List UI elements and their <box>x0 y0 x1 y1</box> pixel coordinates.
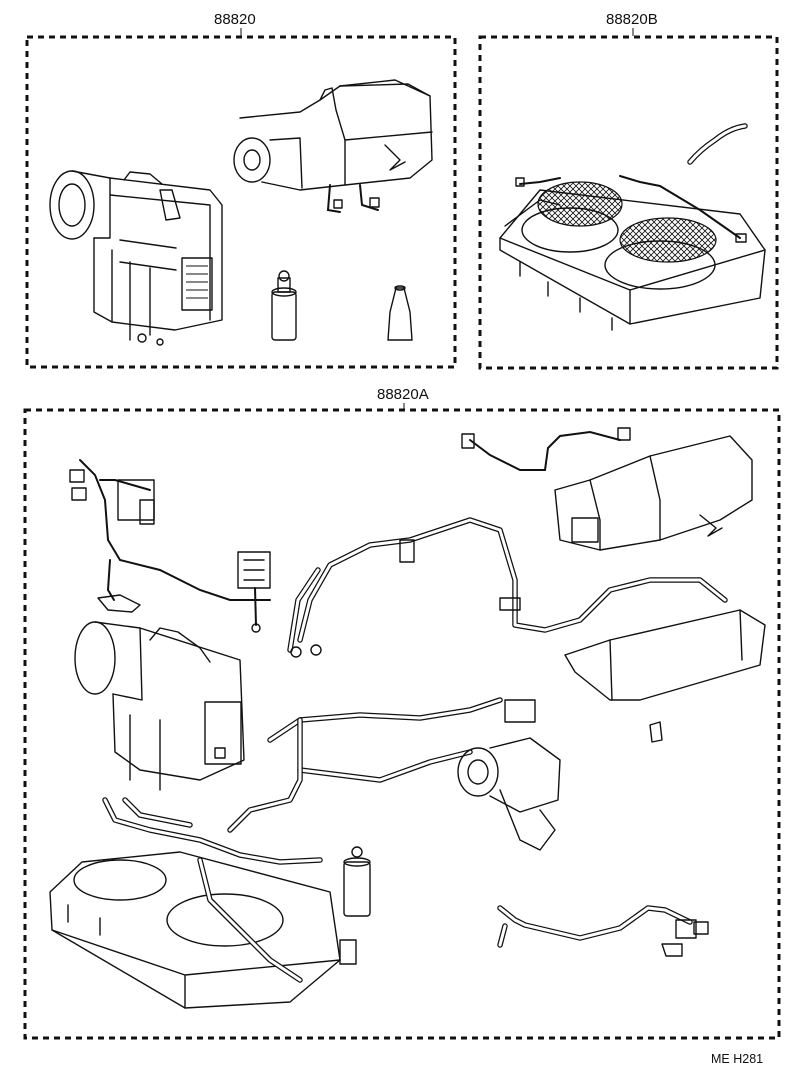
refrigerant-pipes-upper <box>287 517 728 658</box>
group-88820b: 88820B <box>478 11 779 370</box>
compressor <box>457 699 561 851</box>
condenser-fan-assembly-a <box>49 851 357 1009</box>
group-88820a: 88820A <box>23 386 781 1040</box>
group-border <box>25 35 457 369</box>
group-label-88820: 88820 <box>214 11 256 28</box>
evaporator-unit-a <box>74 621 245 791</box>
heater-unit <box>233 79 433 213</box>
drain-hose <box>497 905 709 957</box>
hose-segment <box>687 123 748 165</box>
evaporator-unit <box>49 170 223 346</box>
refrigerant-pipes-lower <box>102 797 323 865</box>
group-border <box>478 35 779 370</box>
receiver-drier <box>271 270 297 341</box>
heater-unit-a <box>461 427 753 551</box>
condenser-fan-assembly <box>499 175 766 331</box>
group-label-88820b: 88820B <box>606 11 658 28</box>
rubber-boot <box>387 285 413 341</box>
wiring-harness <box>69 459 271 633</box>
group-border <box>23 408 781 1040</box>
group-label-88820a: 88820A <box>377 386 429 403</box>
refrigerant-pipes-middle <box>227 697 503 833</box>
duct-tray <box>564 609 766 743</box>
group-88820: 88820 <box>25 11 457 369</box>
receiver-drier-a <box>343 846 371 917</box>
figure-code: ME H281 <box>711 1052 763 1066</box>
